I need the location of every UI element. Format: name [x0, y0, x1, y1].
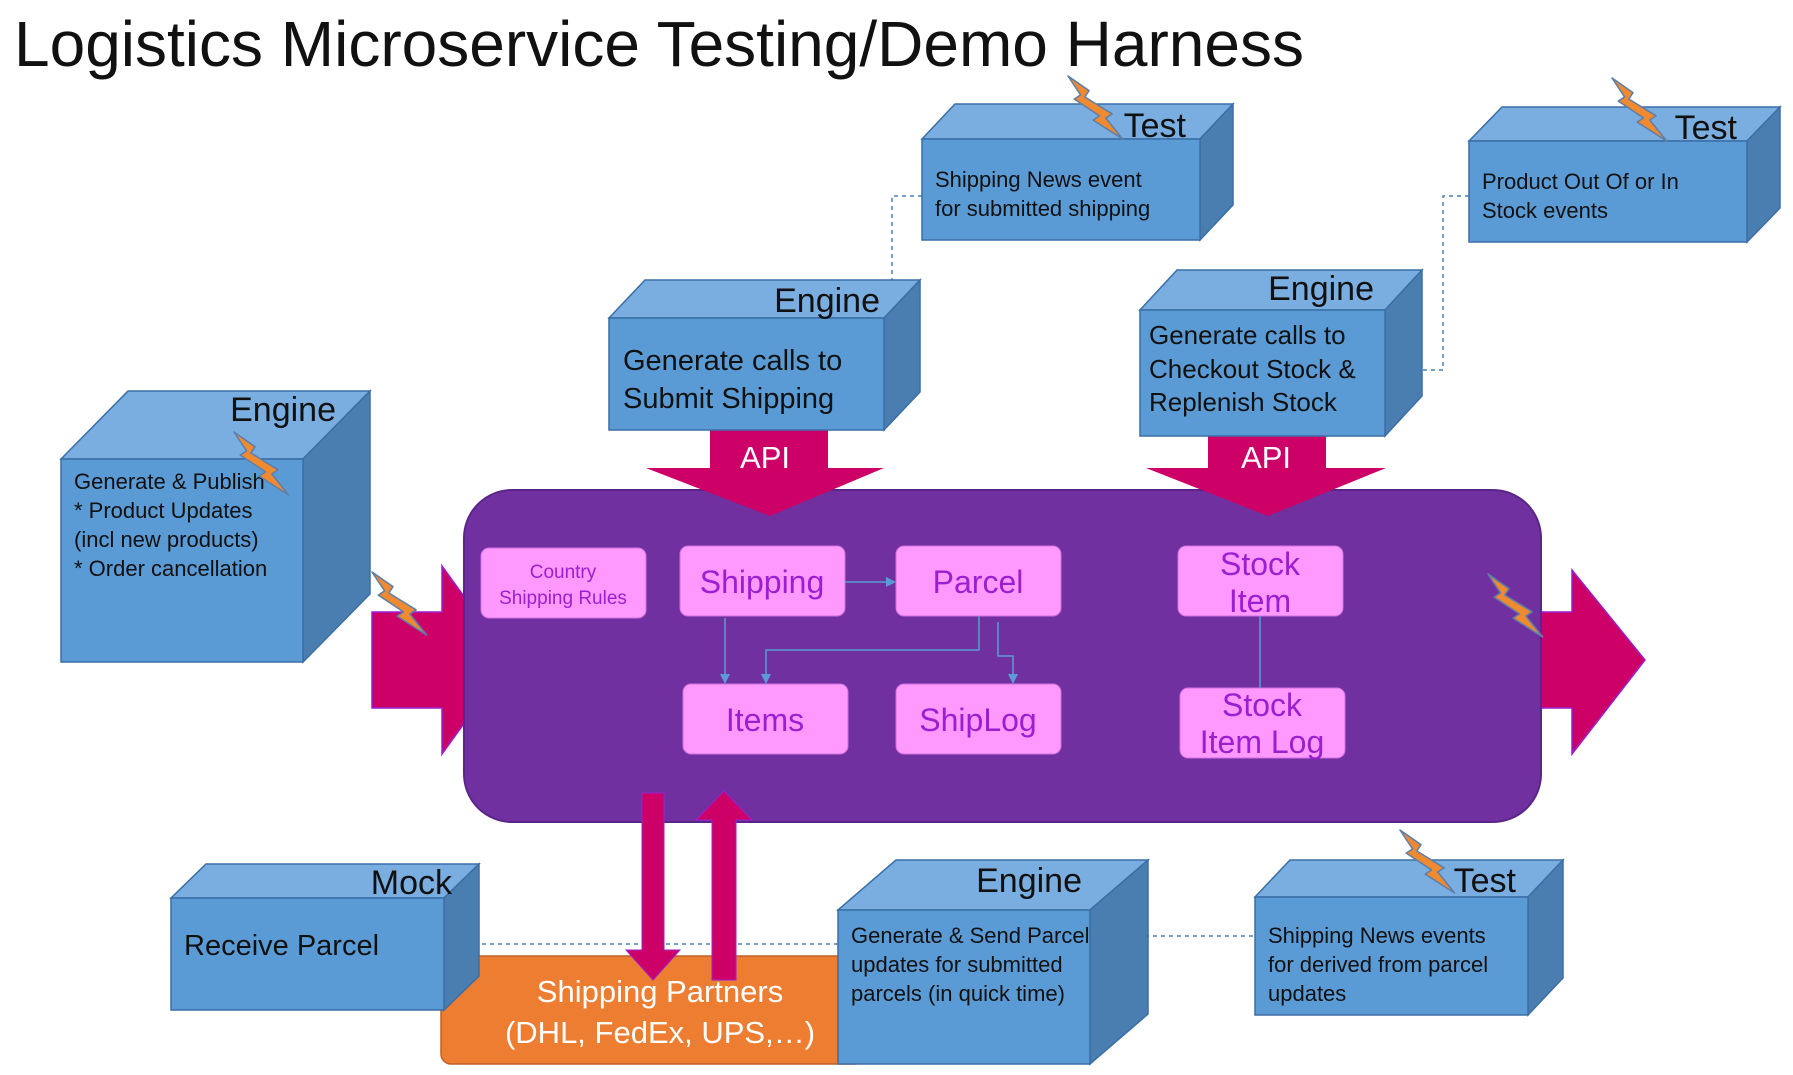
- api-arrow-right: API: [1146, 434, 1386, 516]
- cube-label: Test: [1675, 109, 1738, 147]
- cube-text-line: Receive Parcel: [184, 930, 379, 962]
- service-label: Shipping: [700, 564, 825, 600]
- service-label: Country: [530, 562, 597, 583]
- partner-down-arrow: [624, 792, 682, 981]
- cube-text-line: Generate calls to: [623, 345, 842, 377]
- cube-engine-submit: Engine Generate calls to Submit Shipping: [607, 278, 922, 432]
- service-label: Stock: [1222, 687, 1303, 723]
- cube-text-line: Shipping News events: [1268, 923, 1486, 948]
- service-stock-item-log: Stock Item Log: [1179, 687, 1346, 760]
- cube-label: Test: [1454, 862, 1517, 900]
- api-label-right: API: [1241, 440, 1291, 475]
- cube-text-line: Shipping News event: [935, 167, 1142, 192]
- service-label: Stock: [1220, 546, 1301, 582]
- cube-text-line: Generate & Send Parcel: [851, 923, 1089, 948]
- service-parcel: Parcel: [895, 545, 1062, 617]
- cube-engine-checkout: Engine Generate calls to Checkout Stock …: [1138, 268, 1424, 438]
- page-title: Logistics Microservice Testing/Demo Harn…: [14, 8, 1304, 80]
- cube-label: Engine: [230, 391, 336, 429]
- cube-engine-publish: Engine Generate & Publish * Product Upda…: [59, 389, 372, 664]
- connector-test-stock: [1423, 195, 1469, 371]
- partners-list: (DHL, FedEx, UPS,…): [505, 1015, 815, 1050]
- cube-text-line: Product Out Of or In: [1482, 169, 1679, 194]
- cube-text-line: Replenish Stock: [1149, 387, 1338, 417]
- cube-text-line: Stock events: [1482, 198, 1608, 223]
- cube-engine-send: Engine Generate & Send Parcel updates fo…: [835, 858, 1151, 1066]
- service-shiplog: ShipLog: [895, 683, 1062, 755]
- connector-parcel-items: [765, 616, 980, 676]
- cube-label: Engine: [1268, 270, 1374, 308]
- cube-label: Engine: [774, 282, 880, 320]
- cube-text-line: Generate calls to: [1149, 320, 1346, 350]
- cube-text-line: for derived from parcel: [1268, 952, 1488, 977]
- service-label: ShipLog: [919, 702, 1036, 738]
- service-label: Shipping Rules: [499, 588, 627, 609]
- shipping-partners: Shipping Partners (DHL, FedEx, UPS,…): [440, 955, 865, 1065]
- cube-text-line: updates for submitted: [851, 952, 1063, 977]
- cube-mock-receive: Mock Receive Parcel: [169, 862, 481, 1012]
- service-stock-item: Stock Item: [1177, 545, 1344, 619]
- cube-text-line: updates: [1268, 981, 1346, 1006]
- service-shipping: Shipping: [679, 545, 846, 617]
- cube-test-stock: Test Product Out Of or In Stock events: [1467, 105, 1782, 244]
- cube-text-line: * Order cancellation: [74, 556, 267, 581]
- cube-test-shipping: Test Shipping News event for submitted s…: [920, 102, 1235, 242]
- cube-text-line: Submit Shipping: [623, 383, 834, 415]
- service-label: Item: [1229, 583, 1291, 619]
- cube-label: Mock: [371, 864, 453, 902]
- service-country-shipping-rules: Country Shipping Rules: [480, 547, 647, 619]
- service-items: Items: [682, 683, 849, 755]
- cube-text-line: Checkout Stock &: [1149, 354, 1356, 384]
- cube-text-line: for submitted shipping: [935, 196, 1150, 221]
- cube-test-parcel: Test Shipping News events for derived fr…: [1253, 858, 1565, 1017]
- cube-text-line: Generate & Publish: [74, 469, 265, 494]
- service-label: Parcel: [933, 564, 1024, 600]
- service-label: Items: [726, 702, 804, 738]
- cube-text-line: parcels (in quick time): [851, 981, 1065, 1006]
- cube-text-line: * Product Updates: [74, 498, 253, 523]
- api-label-left: API: [740, 440, 790, 475]
- connector-parcel-shiplog: [997, 622, 1014, 676]
- cube-label: Engine: [976, 862, 1082, 900]
- cube-text-line: (incl new products): [74, 527, 259, 552]
- cube-label: Test: [1124, 107, 1187, 145]
- service-label: Item Log: [1200, 724, 1325, 760]
- partners-title: Shipping Partners: [537, 974, 783, 1009]
- service-connectors: [720, 577, 1261, 688]
- partner-up-arrow: [694, 790, 754, 981]
- api-arrow-left: API: [646, 430, 884, 516]
